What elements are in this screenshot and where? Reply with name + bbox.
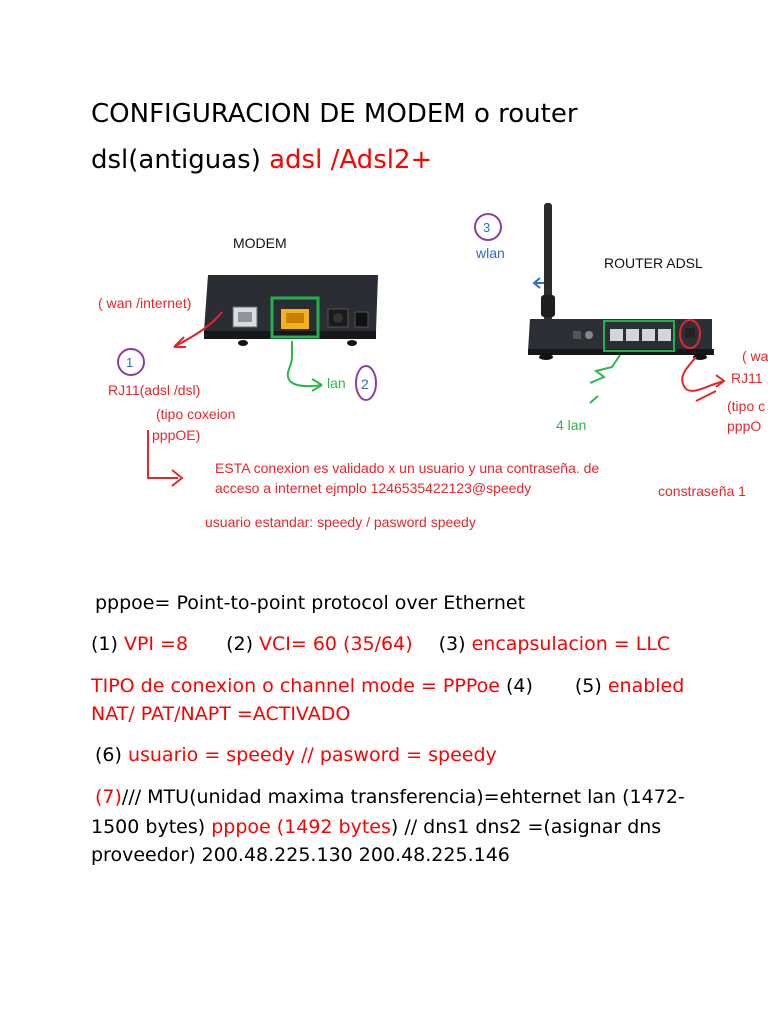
param3-num: (3) [438, 633, 472, 655]
wan-internet-label: ( wan /internet) [98, 295, 191, 311]
params-line-6: (6) usuario = speedy // pasword = speedy [95, 741, 497, 769]
modem-device-icon [204, 275, 378, 346]
mtu-bytes: 1500 bytes) [91, 816, 212, 838]
mtu-line3-dns-servers: proveedor) 200.48.225.130 200.48.225.146 [91, 844, 510, 866]
param4-num: (4) [499, 675, 533, 697]
note-line2: acceso a internet ejmplo 1246535422123@s… [215, 480, 531, 496]
router-tipo-partial: (tipo c [727, 398, 765, 414]
tipo-coxeion-line1: (tipo coxeion [156, 406, 235, 422]
router-rj11-partial: RJ11 [731, 370, 763, 386]
note-constrasena: constraseña 1 [658, 483, 746, 499]
page-title-line2: dsl(antiguas) adsl /Adsl2+ [91, 142, 432, 178]
param2-vci: VCI= 60 (35/64) [259, 633, 413, 655]
param7-mtu: /// MTU(unidad maxima transferencia)=eht… [121, 786, 685, 808]
param1-num: (1) [91, 633, 124, 655]
badge-2-icon [355, 365, 377, 401]
rj11-label: RJ11(adsl /dsl) [108, 382, 200, 398]
param5-num: (5) [574, 675, 608, 697]
param6-usuario: usuario = speedy // pasword = speedy [127, 744, 497, 766]
mtu-line2: 1500 bytes) pppoe (1492 bytes) // dns1 d… [91, 813, 661, 841]
note-line3: usuario estandar: speedy / pasword speed… [205, 514, 476, 530]
wlan-label: wlan [475, 245, 505, 261]
connection-diagram: MODEM ( wan /internet) 1 RJ11(adsl /dsl)… [98, 203, 768, 530]
badge-3-number: 3 [483, 220, 490, 235]
badge-3-icon [474, 213, 502, 241]
four-lan-label: 4 lan [556, 417, 586, 433]
title-dsl-text: dsl(antiguas) [91, 145, 270, 175]
lan-label: lan [327, 375, 346, 391]
router-pppo-partial: pppO [727, 418, 761, 434]
tipo-coxeion-line2: pppOE) [152, 427, 200, 443]
badge-1-icon [117, 348, 145, 376]
router-device-icon [528, 203, 714, 360]
param7-num: (7) [95, 786, 122, 808]
param2-num: (2) [226, 633, 260, 655]
param3-encapsulacion: encapsulacion = LLC [471, 633, 671, 655]
modem-heading: MODEM [233, 235, 287, 251]
title-adsl-text: adsl /Adsl2+ [269, 145, 433, 175]
params-line-1-3: (1) VPI =8 (2) VCI= 60 (35/64) (3) encapsu… [91, 630, 670, 658]
router-heading: ROUTER ADSL [604, 255, 703, 271]
param5-enabled: enabled [607, 675, 685, 697]
params-line-7: (7)/// MTU(unidad maxima transferencia)=… [95, 783, 685, 811]
note-line1: ESTA conexion es validado x un usuario y… [215, 460, 599, 476]
param5-nat: NAT/ PAT/NAPT =ACTIVADO [91, 703, 351, 725]
param4-tipo-conexion: TIPO de conexion o channel mode = PPPoe [91, 675, 500, 697]
pppoe-definition: pppoe= Point-to-point protocol over Ethe… [95, 592, 526, 614]
badge-1-number: 1 [126, 355, 133, 370]
router-wan-partial: ( wa [742, 348, 768, 364]
badge-2-number: 2 [361, 376, 369, 392]
param6-num: (6) [95, 744, 128, 766]
params-line-4-5: TIPO de conexion o channel mode = PPPoe … [91, 672, 684, 700]
mtu-dns: ) // dns1 dns2 =(asignar dns [390, 816, 662, 838]
param1-vpi: VPI =8 [123, 633, 189, 655]
mtu-pppoe-bytes: pppoe (1492 bytes [211, 816, 391, 838]
page-title-line1: CONFIGURACION DE MODEM o router [91, 99, 578, 129]
